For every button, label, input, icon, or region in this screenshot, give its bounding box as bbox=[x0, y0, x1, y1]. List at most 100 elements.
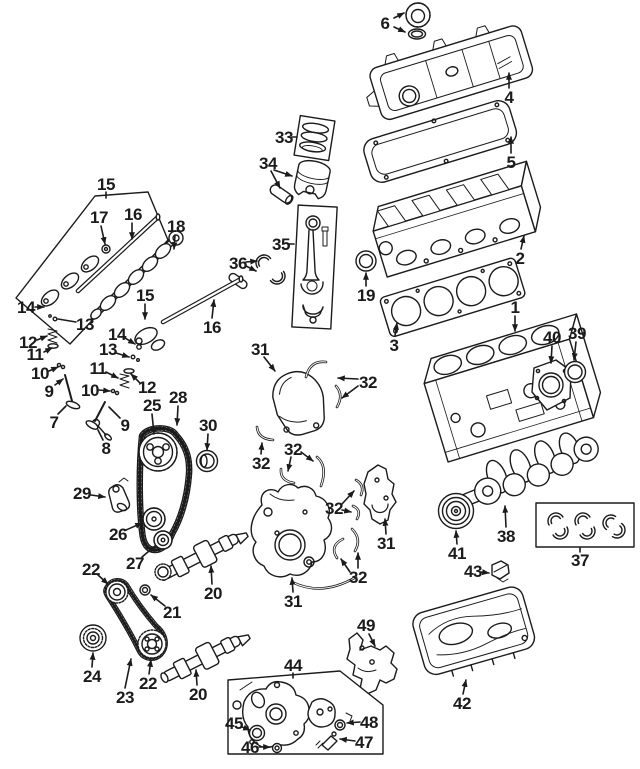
callout-41: 41 bbox=[448, 544, 466, 563]
toothed-pulley bbox=[153, 530, 173, 550]
callout-11: 11 bbox=[27, 345, 44, 364]
callout-43: 43 bbox=[464, 562, 482, 581]
belt-tensioner bbox=[108, 477, 131, 513]
idler-pulley bbox=[195, 449, 219, 473]
callout-4: 4 bbox=[505, 88, 515, 107]
callout-12: 12 bbox=[19, 333, 37, 352]
callout-leader-36 bbox=[245, 258, 258, 265]
callout-leader-28 bbox=[174, 405, 181, 426]
callout-leader-10 bbox=[98, 387, 111, 394]
callout-leader-6 bbox=[393, 26, 406, 33]
callout-3: 3 bbox=[390, 336, 399, 355]
callout-5: 5 bbox=[507, 153, 516, 172]
rocker-shaft-2 bbox=[160, 275, 244, 325]
callout-leader-20 bbox=[193, 669, 200, 686]
callout-31: 31 bbox=[284, 592, 302, 611]
callout-36: 36 bbox=[229, 254, 247, 273]
callout-33: 33 bbox=[275, 128, 293, 147]
callout-40: 40 bbox=[543, 328, 561, 347]
callout-leader-42 bbox=[461, 679, 468, 695]
front-case-lower bbox=[250, 483, 333, 578]
callout-leader-34 bbox=[273, 169, 293, 177]
cam-sprocket bbox=[138, 432, 178, 472]
piston-pin bbox=[269, 184, 294, 205]
valve-left bbox=[64, 374, 81, 410]
callout-26: 26 bbox=[109, 525, 127, 544]
callout-leader-32 bbox=[340, 558, 351, 573]
callout-49: 49 bbox=[357, 616, 375, 635]
callout-1: 1 bbox=[511, 298, 520, 317]
callout-leader-38 bbox=[502, 505, 509, 528]
callout-leader-39 bbox=[571, 341, 578, 361]
callout-leader-32 bbox=[341, 490, 355, 505]
callout-leader-36 bbox=[245, 265, 257, 272]
shaft-plug bbox=[139, 584, 151, 596]
callout-9: 9 bbox=[121, 416, 130, 435]
callout-31: 31 bbox=[251, 340, 269, 359]
oil-filler-cap bbox=[405, 2, 431, 28]
valve-spring-left bbox=[47, 328, 59, 349]
callout-leader-11 bbox=[105, 371, 119, 379]
callout-19: 19 bbox=[357, 286, 375, 305]
crankshaft bbox=[461, 432, 599, 507]
callout-leader-17 bbox=[100, 225, 107, 245]
callout-leader-9 bbox=[108, 406, 121, 419]
callout-leader-43 bbox=[480, 569, 490, 576]
valve-spring-2 bbox=[119, 368, 135, 389]
valve-2 bbox=[85, 401, 106, 430]
relief-valve bbox=[315, 731, 338, 751]
callout-16: 16 bbox=[124, 205, 142, 224]
callout-leader-24 bbox=[89, 652, 96, 668]
callout-leader-22 bbox=[97, 574, 109, 585]
connecting-rod-set bbox=[291, 204, 338, 330]
callout-31: 31 bbox=[377, 534, 395, 553]
callout-leader-29 bbox=[90, 493, 106, 500]
cylinder-head bbox=[372, 160, 542, 278]
callout-25: 25 bbox=[143, 396, 161, 415]
callout-leader-25 bbox=[150, 413, 157, 435]
callout-18: 18 bbox=[167, 217, 185, 236]
callout-leader-21 bbox=[150, 594, 166, 607]
crankshaft-seal bbox=[563, 360, 587, 384]
seal-plate bbox=[363, 464, 397, 525]
callout-leader-7 bbox=[57, 405, 67, 415]
camshaft bbox=[90, 230, 184, 320]
callout-leader-27 bbox=[141, 545, 156, 558]
callout-32: 32 bbox=[349, 568, 367, 587]
callout-14: 14 bbox=[108, 325, 127, 344]
callout-leader-20 bbox=[208, 565, 215, 585]
callout-leader-12 bbox=[130, 373, 141, 384]
rocker-arm-2 bbox=[130, 326, 166, 363]
callout-44: 44 bbox=[284, 656, 303, 675]
callout-2: 2 bbox=[516, 249, 525, 268]
relief-plug bbox=[334, 712, 353, 731]
rear-plate bbox=[346, 632, 398, 695]
cap-o-ring bbox=[407, 28, 427, 40]
callout-leader-31 bbox=[263, 356, 276, 372]
callout-leader-32 bbox=[341, 507, 352, 514]
seal-retainer-plate bbox=[531, 359, 572, 411]
callout-leader-11 bbox=[43, 347, 53, 354]
callout-leader-32 bbox=[337, 375, 359, 382]
tensioner-pulley bbox=[142, 507, 166, 531]
rocker-shaft bbox=[75, 213, 161, 294]
callout-leader-18 bbox=[171, 234, 178, 250]
callout-leader-32 bbox=[300, 451, 314, 462]
callout-24: 24 bbox=[83, 667, 102, 686]
callout-leader-32 bbox=[286, 456, 293, 472]
callout-leader-22 bbox=[147, 659, 154, 675]
callout-leader-2 bbox=[519, 235, 526, 250]
callout-32: 32 bbox=[252, 454, 270, 473]
callout-leader-47 bbox=[339, 736, 356, 743]
callout-15: 15 bbox=[97, 175, 115, 194]
callout-leader-45 bbox=[241, 724, 251, 731]
oil-pump-cover bbox=[307, 698, 336, 728]
valve-cover-gasket bbox=[363, 100, 518, 183]
adjuster-nut bbox=[101, 244, 111, 254]
callout-leader-26 bbox=[125, 522, 143, 531]
callout-leader-41 bbox=[453, 530, 460, 545]
callout-leader-6 bbox=[393, 12, 405, 19]
callout-20: 20 bbox=[204, 584, 222, 603]
timing-cover-upper bbox=[272, 370, 325, 436]
valve-keepers-2 bbox=[110, 388, 120, 396]
